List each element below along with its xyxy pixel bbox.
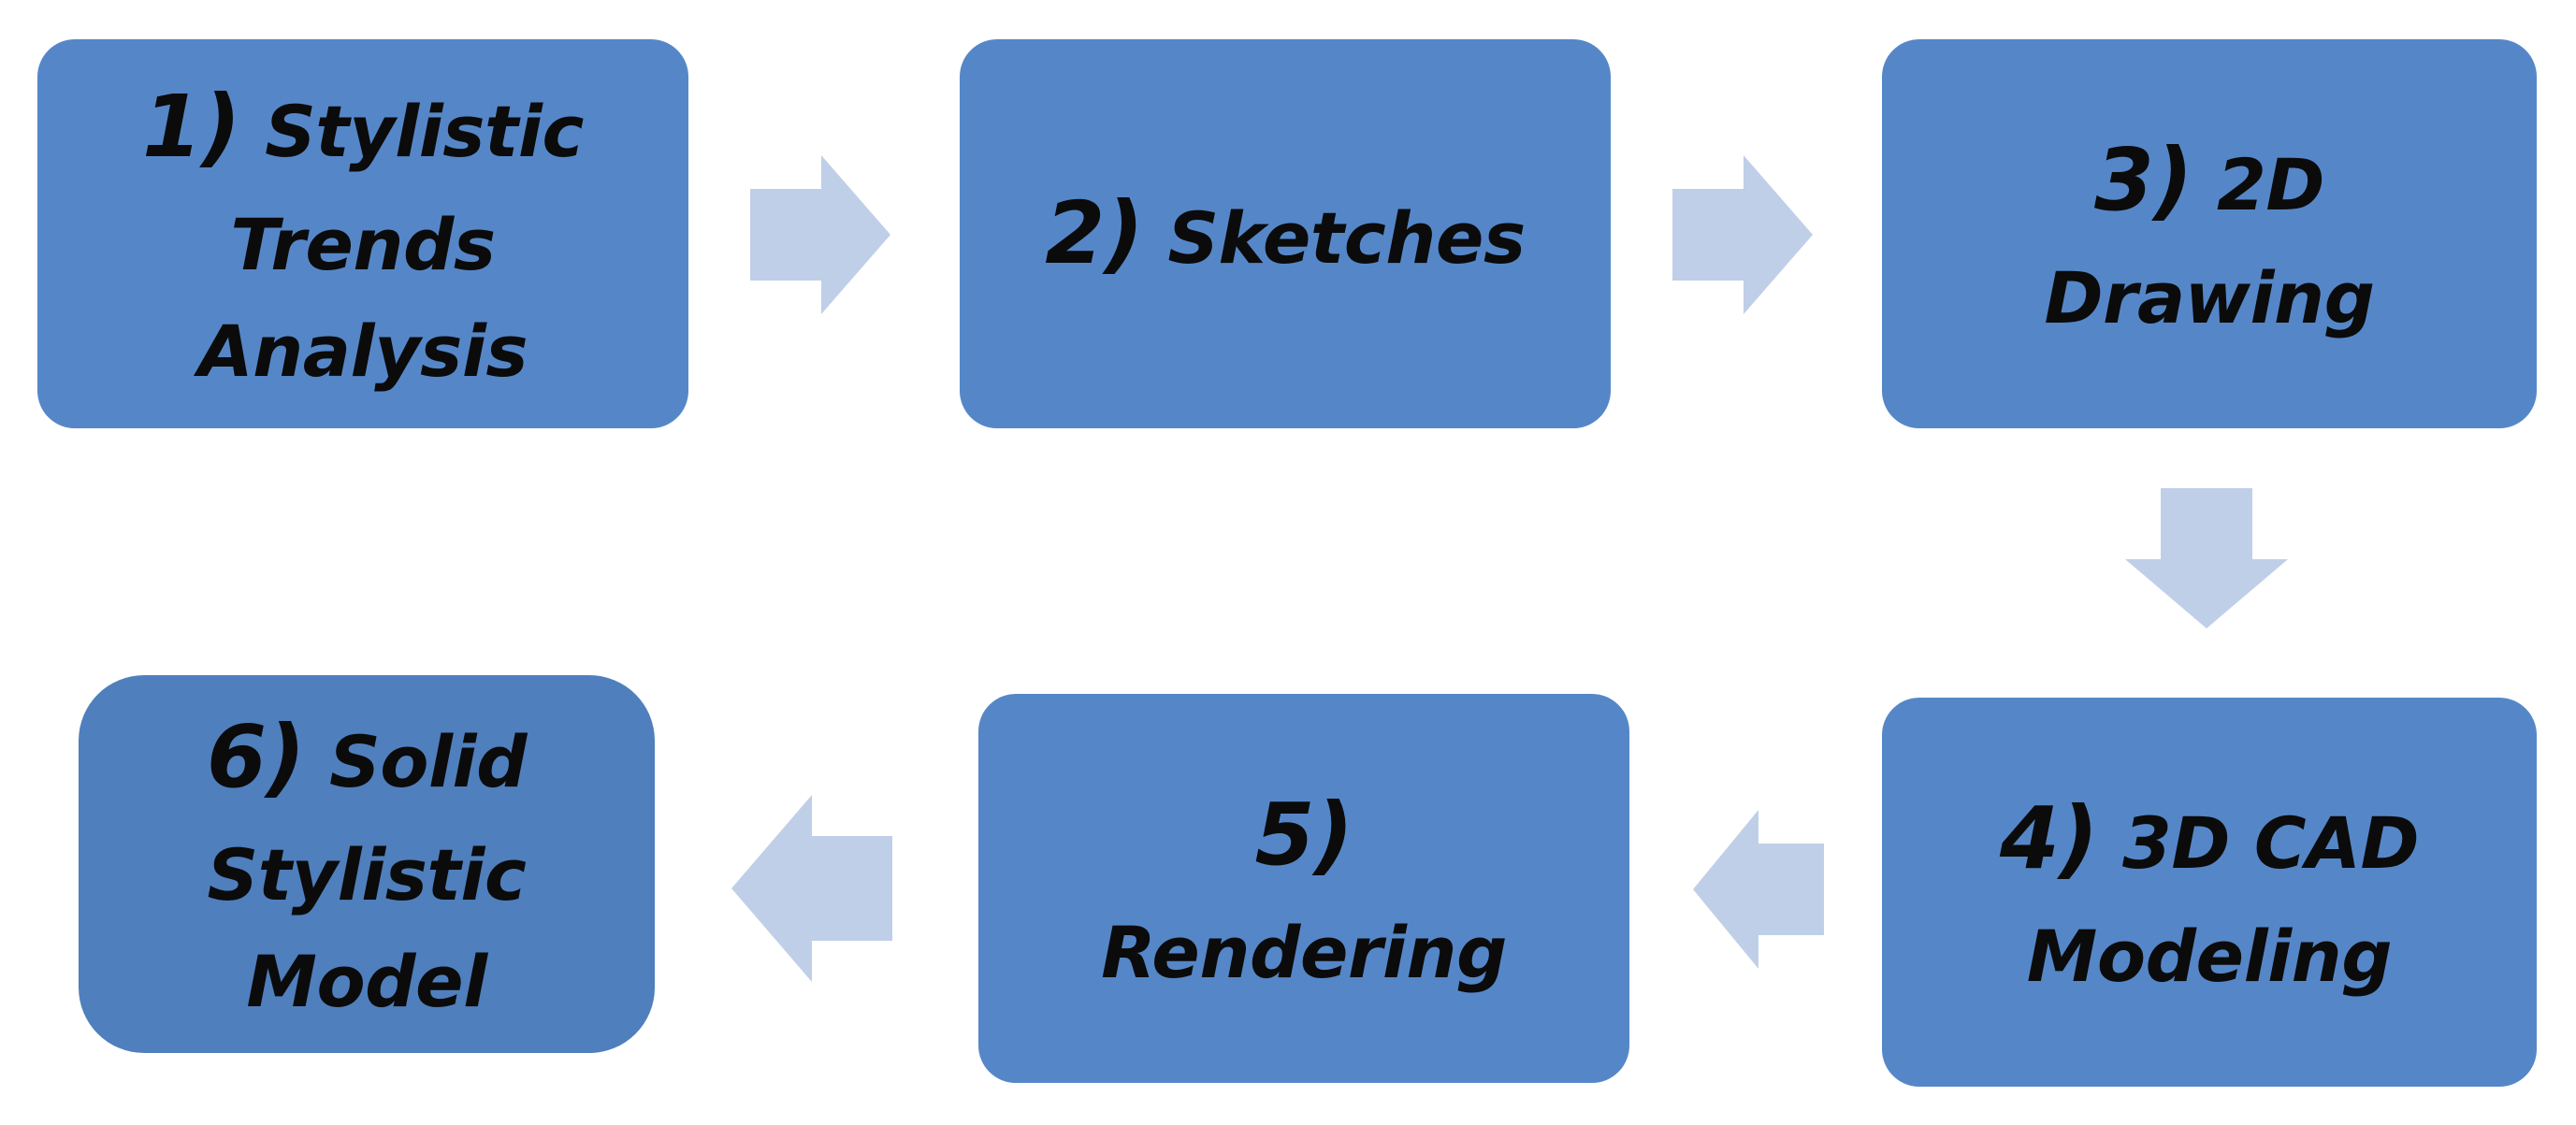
step-6-number: 6) xyxy=(207,707,306,807)
step-1-number: 1) xyxy=(142,77,241,177)
step-2-box: 2) Sketches xyxy=(960,39,1611,428)
step-4-text: 4) 3D CAD Modeling xyxy=(1999,774,2420,1010)
step-5-text: 5) Rendering xyxy=(1101,771,1507,1006)
step-3-number: 3) xyxy=(2094,130,2193,230)
step-4-label: 3D CAD Modeling xyxy=(2026,801,2420,998)
step-1-text: 1) Stylistic Trends Analysis xyxy=(142,63,584,405)
arrow-right-icon xyxy=(1672,155,1813,314)
arrow-left-icon xyxy=(731,795,892,982)
step-2-number: 2) xyxy=(1045,183,1144,283)
step-2-label: Sketches xyxy=(1167,196,1526,280)
arrow-right-icon xyxy=(750,155,890,314)
step-3-box: 3) 2D Drawing xyxy=(1882,39,2537,428)
step-5-number: 5) xyxy=(1254,785,1353,885)
step-5-label: Rendering xyxy=(1101,911,1507,994)
step-1-label: Stylistic Trends Analysis xyxy=(197,90,585,393)
arrow-down-icon xyxy=(2125,488,2288,628)
step-6-box: 6) Solid Stylistic Model xyxy=(79,675,655,1053)
arrow-left-icon xyxy=(1693,810,1824,969)
step-1-box: 1) Stylistic Trends Analysis xyxy=(37,39,688,428)
step-5-box: 5) Rendering xyxy=(978,694,1629,1083)
step-6-label: Solid Stylistic Model xyxy=(207,720,528,1023)
step-2-text: 2) Sketches xyxy=(1045,169,1526,298)
step-3-text: 3) 2D Drawing xyxy=(2044,116,2375,352)
step-4-box: 4) 3D CAD Modeling xyxy=(1882,698,2537,1087)
step-3-label: 2D Drawing xyxy=(2044,143,2375,339)
step-6-text: 6) Solid Stylistic Model xyxy=(207,693,527,1035)
step-4-number: 4) xyxy=(1999,788,2099,888)
